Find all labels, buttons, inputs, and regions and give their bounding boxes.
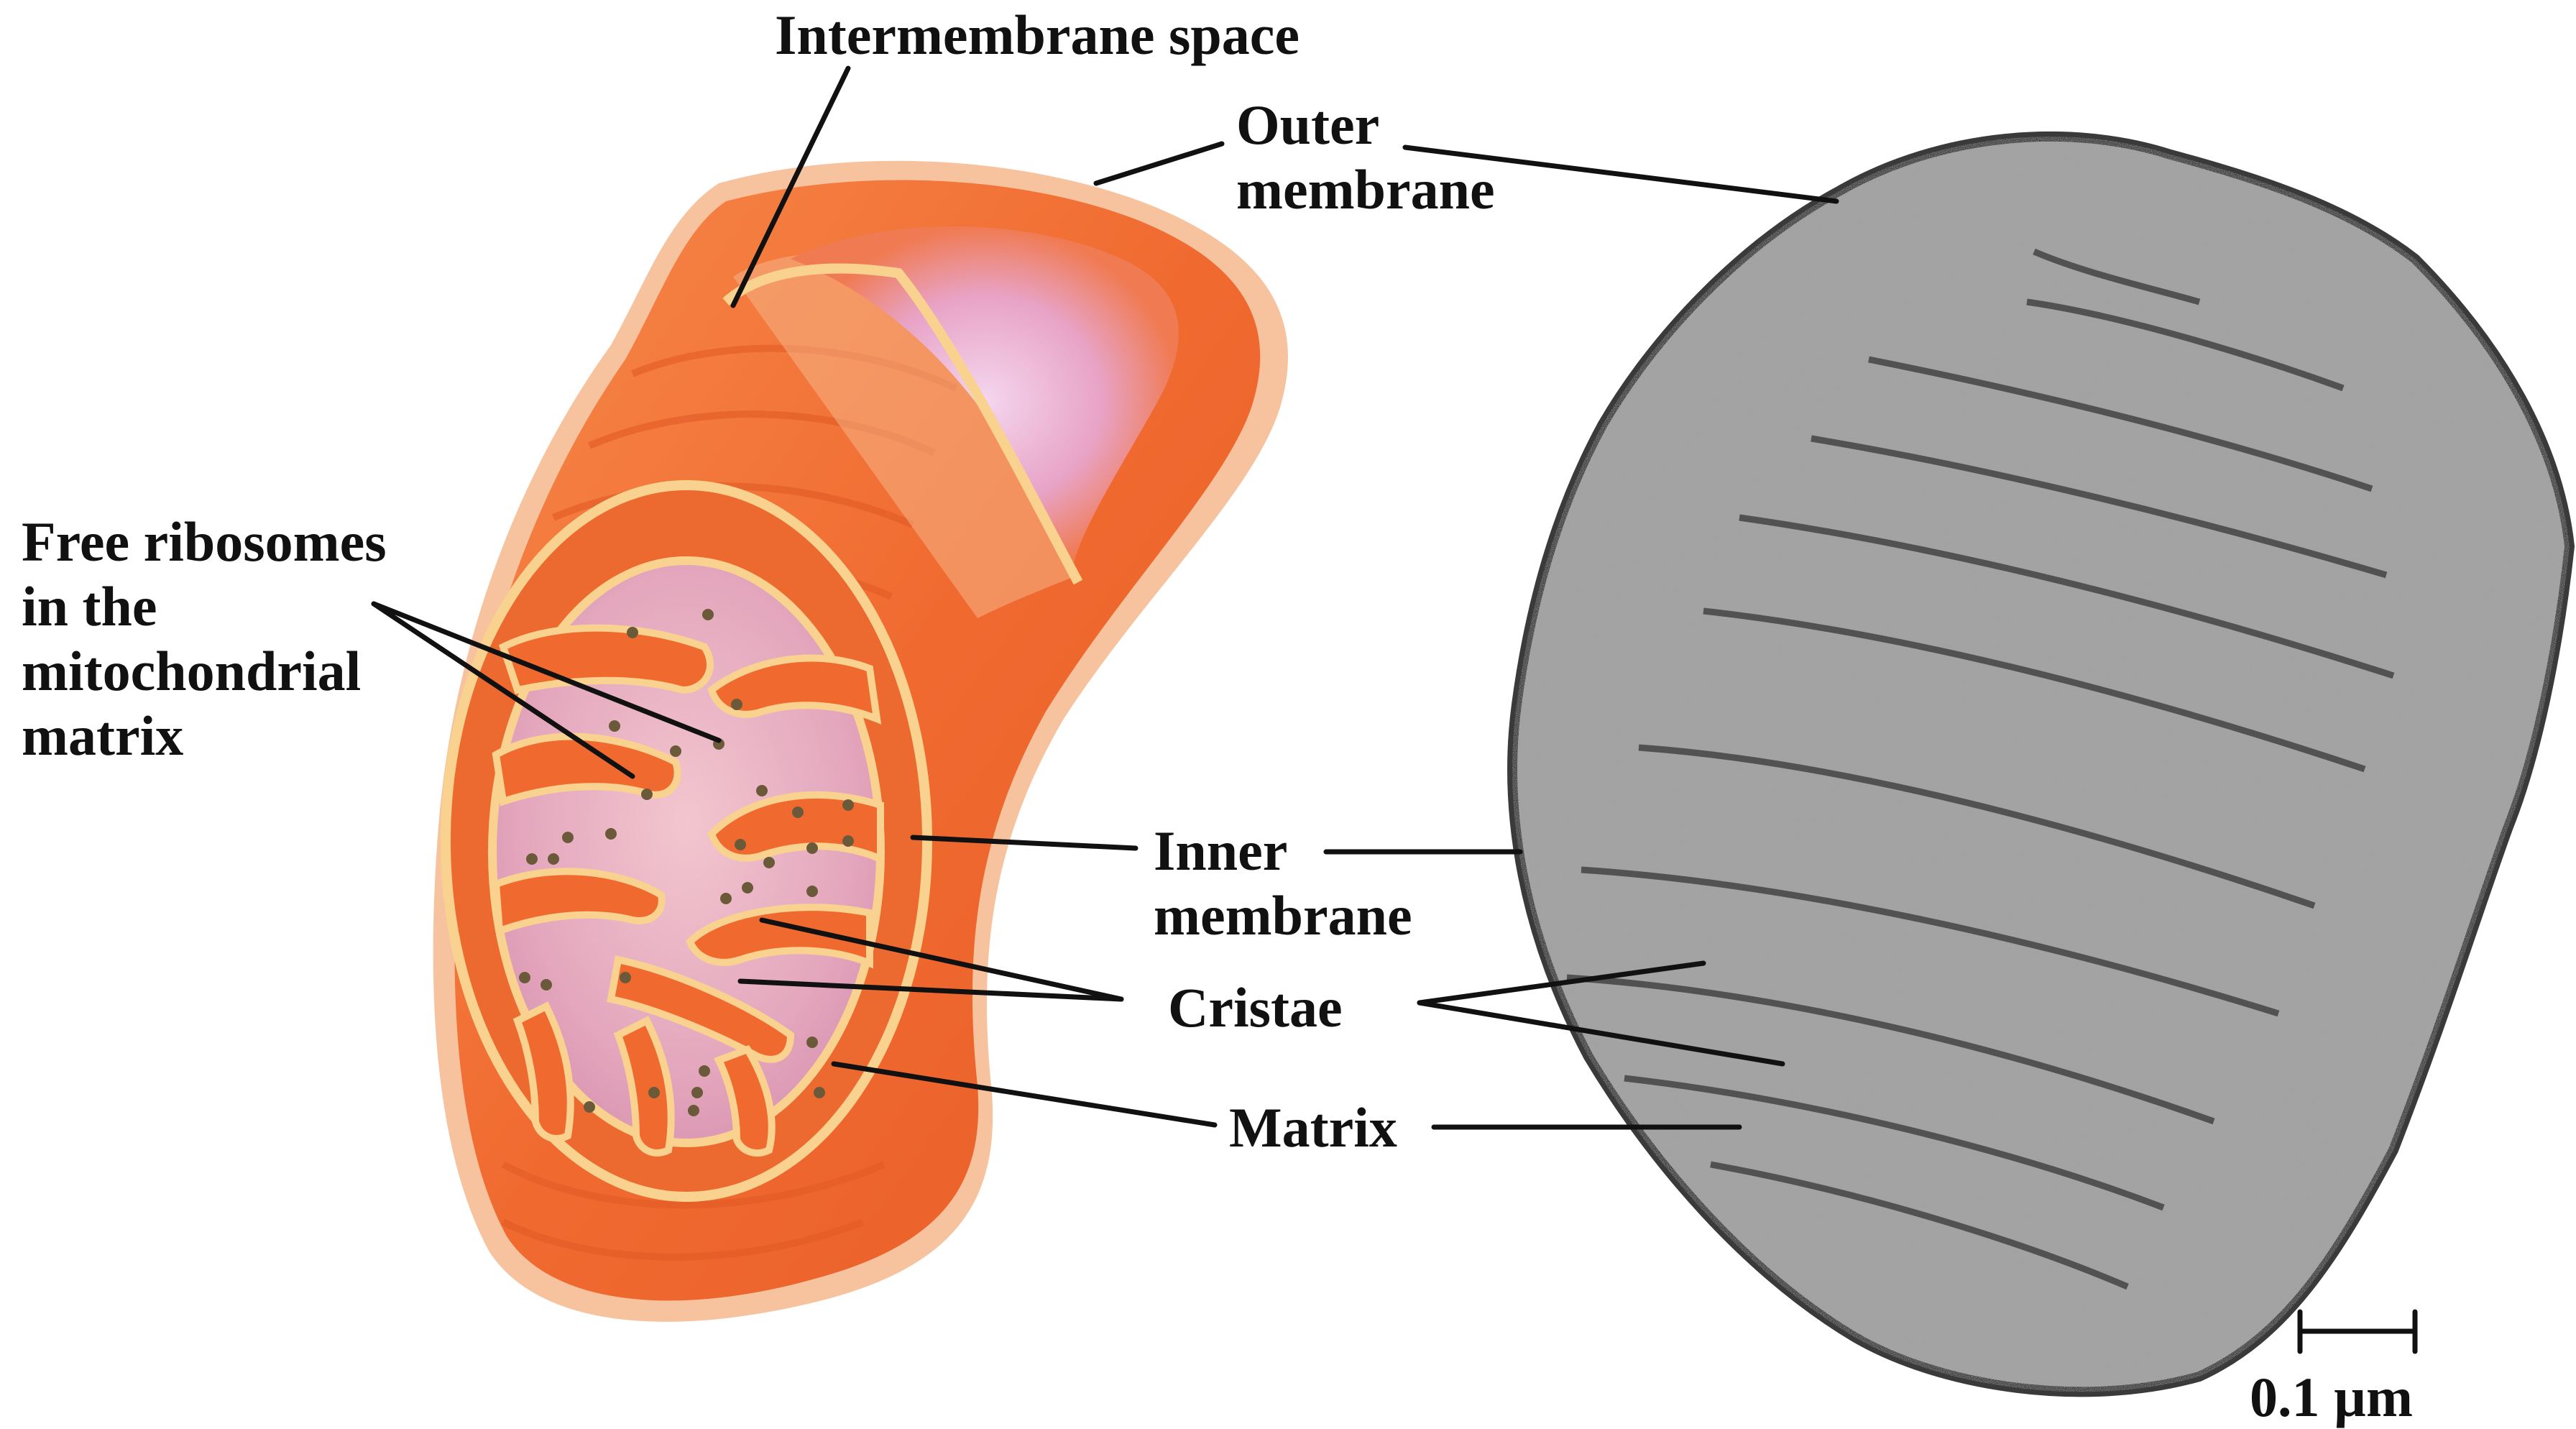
label-intermembrane-space: Intermembrane space	[775, 4, 1300, 66]
micrograph	[1495, 115, 2576, 1409]
label-scale-bar: 0.1 µm	[2250, 1366, 2413, 1428]
label-outer-membrane-2: membrane	[1236, 158, 1495, 221]
label-free-ribosomes-2: in the	[22, 575, 157, 638]
leader-outer-membrane-illustration	[1096, 144, 1222, 183]
label-free-ribosomes-4: matrix	[22, 704, 183, 767]
label-cristae: Cristae	[1168, 976, 1343, 1039]
label-free-ribosomes-1: Free ribosomes	[22, 510, 387, 573]
label-outer-membrane-1: Outer	[1236, 93, 1379, 156]
label-free-ribosomes-3: mitochondrial	[22, 640, 361, 702]
label-matrix: Matrix	[1229, 1096, 1397, 1159]
label-inner-membrane-2: membrane	[1154, 884, 1412, 947]
illustrated-mitochondrion	[433, 161, 1288, 1322]
scale-bar	[2300, 1312, 2415, 1351]
label-inner-membrane-1: Inner	[1154, 819, 1287, 882]
